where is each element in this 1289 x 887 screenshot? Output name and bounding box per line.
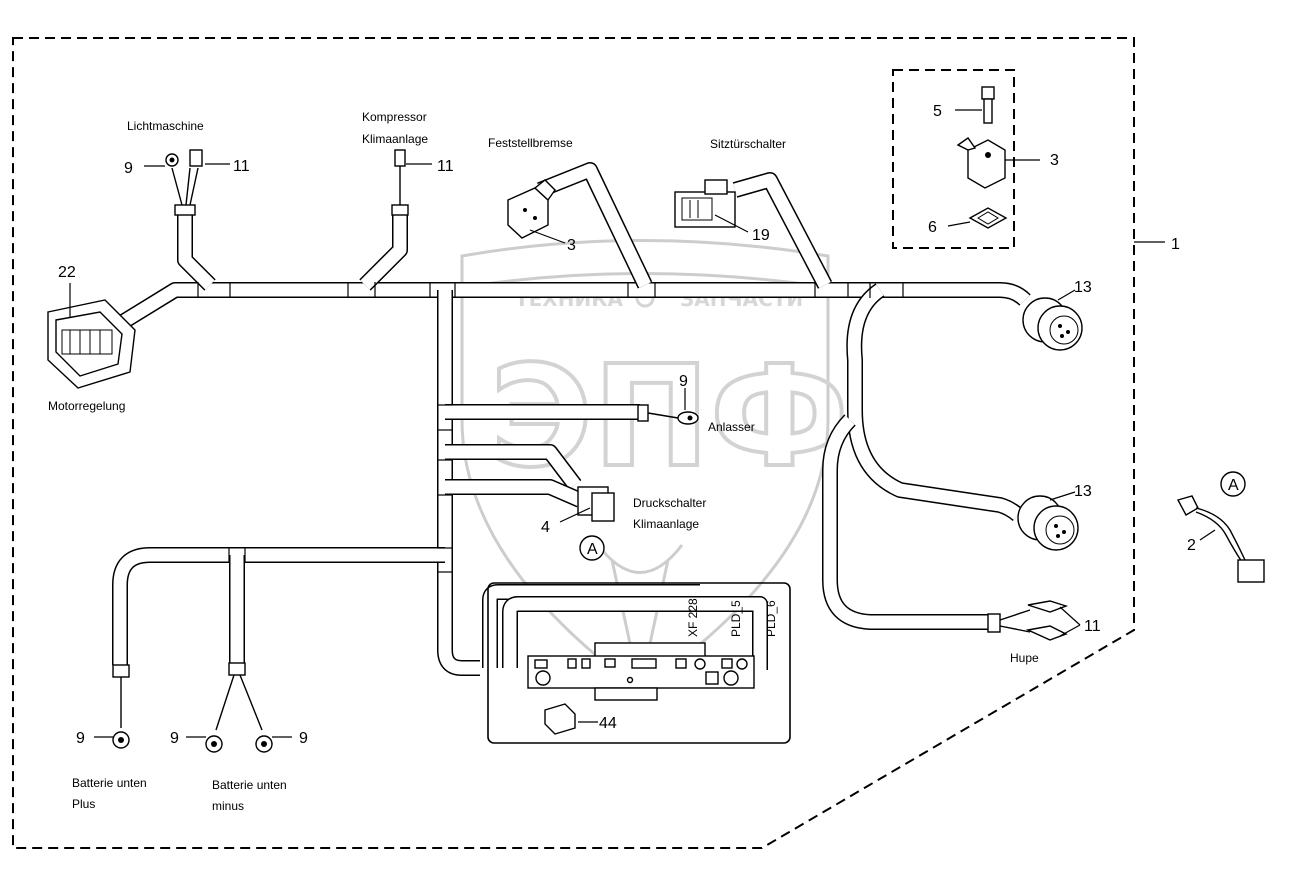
- part-number-19: 19: [752, 227, 770, 244]
- part-number-9-plus: 9: [76, 730, 85, 747]
- part-number-11-alternator: 11: [233, 158, 250, 175]
- parking-brake-plug: [507, 179, 566, 244]
- part-number-44: 44: [599, 715, 617, 732]
- detail-marker-circle-right: [1220, 471, 1246, 497]
- label-lichtmaschine: Lichtmaschine: [127, 119, 204, 133]
- label-battery-minus-1: Batterie unten: [212, 778, 287, 792]
- part-number-5: 5: [933, 103, 942, 120]
- cable-harness: [105, 162, 1031, 676]
- part-number-2: 2: [1187, 537, 1196, 554]
- alternator-wires: [144, 149, 230, 216]
- round-connector-upper: [1022, 289, 1083, 351]
- part-number-9-minus-right: 9: [299, 730, 308, 747]
- part-number-3-detail: 3: [1050, 152, 1059, 169]
- detail-box: [892, 69, 1015, 249]
- label-motorregelung: Motorregelung: [48, 399, 125, 413]
- label-kompressor-1: Kompressor: [362, 110, 427, 124]
- part-number-13-upper: 13: [1074, 279, 1092, 296]
- part-number-11-horn: 11: [1084, 618, 1101, 635]
- label-feststellbremse: Feststellbremse: [488, 136, 573, 150]
- part-number-11-compressor: 11: [437, 158, 454, 175]
- part-number-6: 6: [928, 219, 937, 236]
- fuse-label-pld6: PLD_6: [764, 600, 778, 637]
- fuse-box: XF 228 PLD_5 PLD_6: [487, 582, 791, 744]
- label-anlasser: Anlasser: [708, 420, 755, 434]
- label-battery-plus-1: Batterie unten: [72, 776, 147, 790]
- engine-control-connector: [47, 283, 136, 389]
- part-number-9-minus-left: 9: [170, 730, 179, 747]
- detail-parts: [947, 86, 1040, 229]
- label-druckschalter-1: Druckschalter: [633, 496, 706, 510]
- round-connector-lower: [1017, 491, 1079, 551]
- component-labels: Lichtmaschine Kompressor Klimaanlage Fes…: [48, 110, 1039, 813]
- detail-marker-a-center: A: [587, 541, 598, 558]
- label-druckschalter-2: Klimaanlage: [633, 517, 699, 531]
- fuse-label-pld5: PLD_5: [729, 600, 743, 637]
- pressure-switch-plug: [559, 486, 615, 523]
- label-battery-plus-2: Plus: [72, 797, 95, 811]
- label-battery-minus-2: minus: [212, 799, 244, 813]
- part-number-9-starter: 9: [679, 373, 688, 390]
- label-kompressor-2: Klimaanlage: [362, 132, 428, 146]
- assembly-boundary: [12, 37, 1135, 849]
- part-number-1: 1: [1171, 236, 1180, 253]
- part-number-13-lower: 13: [1074, 483, 1092, 500]
- part-number-3-brake: 3: [567, 237, 576, 254]
- starter-lug: [637, 388, 699, 425]
- fuse-label-xf: XF 228: [686, 598, 700, 637]
- detail-marker-circle-center: [579, 535, 605, 561]
- pressure-sensor-detail: [1176, 471, 1265, 583]
- door-switch-plug: [674, 179, 749, 233]
- battery-plus-lug: [94, 664, 130, 749]
- part-number-22: 22: [58, 264, 76, 281]
- detail-marker-a-right: A: [1228, 477, 1239, 494]
- part-number-4: 4: [541, 519, 550, 536]
- battery-minus-lugs: [186, 662, 292, 753]
- part-numbers: 1 2 3 3 4 5 6 9 9 9 9 9 11 11 11 13 13 1…: [58, 103, 1239, 747]
- label-hupe: Hupe: [1010, 651, 1039, 665]
- horn-wires: [987, 600, 1081, 641]
- part-number-9-alternator: 9: [124, 160, 133, 177]
- compressor-wire: [391, 149, 432, 216]
- label-sitztuerschalter: Sitztürschalter: [710, 137, 786, 151]
